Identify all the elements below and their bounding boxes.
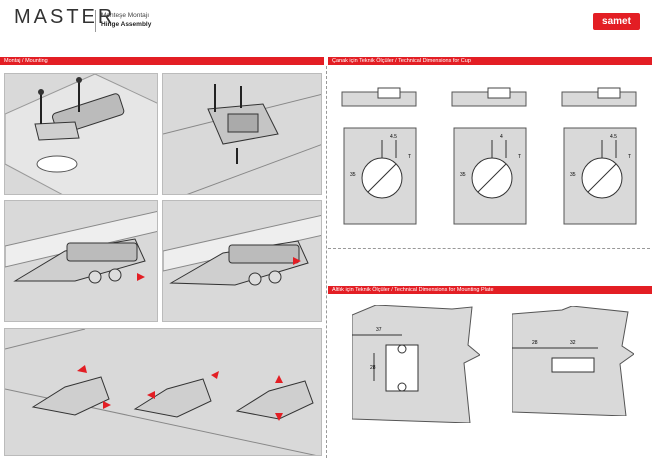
subtitle-en: Hinge Assembly [101, 21, 152, 28]
plate-2-shape [512, 306, 634, 416]
header-divider [95, 10, 96, 32]
cup-1-diameter: 35 [350, 172, 356, 178]
cup-3-sideview [561, 87, 637, 225]
cup-1-depth: 4.5 [390, 134, 397, 140]
vertical-divider [326, 66, 327, 458]
clip-release-illustration [163, 214, 321, 286]
plate-2-dim-b: 32 [570, 340, 576, 346]
mounting-plate-illustration [163, 84, 321, 194]
samet-logo: samet [593, 13, 640, 30]
cup-3-offset: T [628, 154, 632, 160]
adjustment-illustration [5, 329, 317, 455]
cup-2-diameter: 35 [460, 172, 466, 178]
cup-2-sideview [451, 87, 527, 225]
section-mounting: Montaj / Mounting [0, 57, 324, 65]
section-cup-dimensions: Çanak için Teknik Ölçüler / Technical Di… [328, 57, 652, 65]
cup-dimensions-group: 4.5 T 35 4 T 35 4.5 T 35 [338, 86, 638, 236]
horizontal-divider [328, 248, 650, 249]
adjust-height [235, 375, 314, 421]
mounting-step-2 [162, 73, 322, 195]
cup-drawing-3: 4.5 T 35 [558, 86, 638, 236]
brand-title: MASTER [14, 6, 116, 28]
cup-drawing-1: 4.5 T 35 [338, 86, 418, 236]
adjust-side [133, 371, 219, 418]
plate-1-height: 28 [370, 365, 376, 371]
plate-drawing-1: 37 28 [352, 305, 480, 423]
plate-2-dim-a: 28 [532, 340, 538, 346]
section-plate-dimensions: Altlık için Teknik Ölçüler / Technical D… [328, 286, 652, 294]
mounting-step-4 [162, 200, 322, 322]
cup-3-diameter: 35 [570, 172, 576, 178]
plate-1-shape [352, 305, 480, 423]
plate-drawing-2: 28 32 [512, 306, 634, 416]
cup-1-offset: T [408, 154, 412, 160]
cup-2-depth: 4 [500, 134, 503, 140]
header: MASTER Menteşe Montajı Hinge Assembly sa… [0, 0, 652, 40]
adjust-depth [31, 365, 111, 416]
mounting-step-1 [4, 73, 158, 195]
hinge-cup-insert-illustration [5, 74, 157, 194]
subtitle-tr: Menteşe Montajı [101, 12, 150, 19]
cup-1-sideview [341, 87, 417, 225]
plate-1-width: 37 [376, 327, 382, 333]
clip-on-illustration [5, 210, 157, 284]
cup-2-offset: T [518, 154, 522, 160]
cup-3-depth: 4.5 [610, 134, 617, 140]
mounting-step-5 [4, 328, 322, 456]
mounting-step-3 [4, 200, 158, 322]
cup-drawing-2: 4 T 35 [448, 86, 528, 236]
